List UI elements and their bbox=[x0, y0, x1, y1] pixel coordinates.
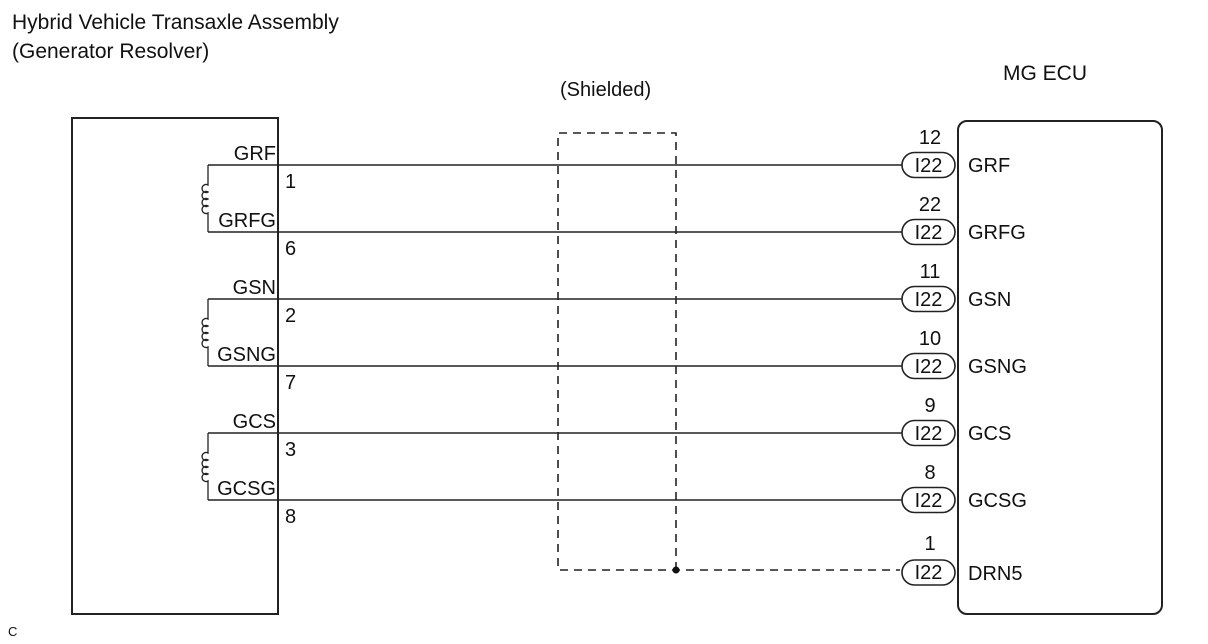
connector-code: I22 bbox=[915, 356, 943, 378]
left-component-subtitle: (Generator Resolver) bbox=[12, 40, 209, 63]
left-terminal-label: GCS bbox=[233, 411, 276, 433]
right-pin-number: 10 bbox=[919, 328, 941, 350]
right-terminal-label: GCS bbox=[968, 423, 1011, 445]
right-terminal-label: GRFG bbox=[968, 222, 1026, 244]
left-terminal-label: GSN bbox=[233, 277, 276, 299]
wires-layer: GRF1I2212GRFGRFG6I2222GRFGGSN2I2211GSNGS… bbox=[201, 127, 1027, 528]
resolver-coil-icon bbox=[201, 299, 210, 366]
connector-code: I22 bbox=[915, 222, 943, 244]
left-terminal-label: GCSG bbox=[217, 478, 276, 500]
right-terminal-label: GCSG bbox=[968, 490, 1027, 512]
right-pin-number: 12 bbox=[919, 127, 941, 149]
left-terminal-label: GSNG bbox=[217, 344, 276, 366]
left-pin-number: 7 bbox=[285, 372, 296, 394]
right-pin-number: 22 bbox=[919, 194, 941, 216]
shield-label: (Shielded) bbox=[560, 79, 651, 101]
mg-ecu-box bbox=[957, 120, 1163, 615]
drain-connector: I22 1 DRN5 bbox=[901, 533, 1022, 586]
resolver-coil-icon bbox=[201, 433, 210, 500]
left-pin-number: 3 bbox=[285, 439, 296, 461]
coil-path bbox=[201, 165, 210, 232]
connector-pill bbox=[901, 218, 956, 246]
coil-path bbox=[201, 433, 210, 500]
right-terminal-label: GSN bbox=[968, 289, 1011, 311]
right-pin-number: 9 bbox=[924, 395, 935, 417]
right-pin-number: 11 bbox=[920, 261, 941, 283]
left-terminal-label: GRFG bbox=[218, 210, 276, 232]
drain-connector-code: I22 bbox=[915, 562, 943, 584]
connector-pill bbox=[901, 419, 956, 447]
left-pin-number: 8 bbox=[285, 506, 296, 528]
resolver-coil-icon bbox=[201, 165, 210, 232]
connector-code: I22 bbox=[915, 423, 943, 445]
connector-pill bbox=[901, 151, 956, 179]
left-terminal-label: GRF bbox=[234, 143, 276, 165]
right-component-title: MG ECU bbox=[1003, 62, 1087, 85]
footer-mark: C bbox=[8, 624, 17, 639]
connector-pill bbox=[901, 352, 956, 380]
left-pin-number: 2 bbox=[285, 305, 296, 327]
drain-connector-pill bbox=[901, 559, 956, 586]
right-pin-number: 8 bbox=[924, 462, 935, 484]
connector-code: I22 bbox=[915, 490, 943, 512]
left-pin-number: 6 bbox=[285, 238, 296, 260]
left-pin-number: 1 bbox=[285, 171, 296, 193]
left-component-title: Hybrid Vehicle Transaxle Assembly bbox=[12, 11, 339, 34]
connector-pill bbox=[901, 486, 956, 514]
coil-path bbox=[201, 299, 210, 366]
drain-terminal-label: DRN5 bbox=[968, 563, 1022, 585]
connector-code: I22 bbox=[915, 289, 943, 311]
connector-pill bbox=[901, 285, 956, 313]
right-terminal-label: GSNG bbox=[968, 356, 1027, 378]
drain-pin-number: 1 bbox=[924, 533, 935, 555]
connector-code: I22 bbox=[915, 155, 943, 177]
shield-drain-junction bbox=[672, 566, 680, 574]
right-terminal-label: GRF bbox=[968, 155, 1010, 177]
shield-outline bbox=[557, 132, 900, 571]
